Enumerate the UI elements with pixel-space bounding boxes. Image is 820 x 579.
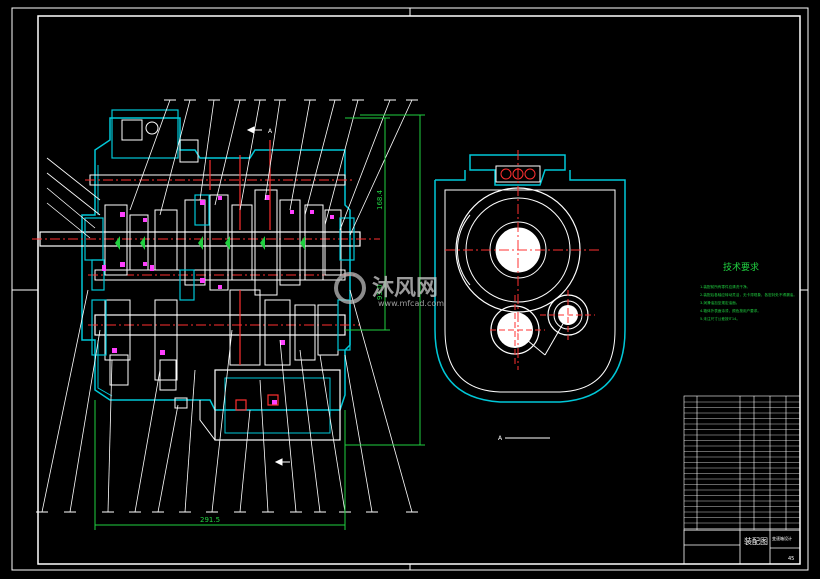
tech-notes: 1.装配前所有零件应清洗干净。 2.装配后各轴应转动灵活，无卡滞现象，各密封处不… (700, 284, 797, 321)
tech-note: 1.装配前所有零件应清洗干净。 (700, 284, 750, 289)
section-view (32, 109, 380, 441)
dim-vertical-height: 168.4 (376, 189, 384, 210)
leader-lines (41, 99, 413, 513)
dim-overall-length: 291.5 (200, 516, 220, 524)
watermark-url: www.mfcad.com (378, 299, 444, 308)
section-arrows (246, 126, 290, 466)
section-label-a: A (268, 128, 273, 135)
title-sheet: 45 (788, 556, 794, 562)
balloon-ticks (36, 99, 418, 513)
tech-title: 技术要求 (723, 261, 759, 273)
watermark-cn: 沐风网 (372, 276, 438, 301)
tech-note: 4.箱体外表面涂漆，颜色按用户要求。 (700, 308, 761, 313)
tech-note: 5.未注尺寸公差按IT14。 (700, 316, 740, 321)
side-view (434, 150, 626, 439)
parts-list-rows (684, 401, 800, 529)
section-label-a-side: A (498, 435, 503, 442)
dimension-lines (94, 114, 425, 530)
title-block (683, 529, 801, 565)
title-school: 变速箱设计 (772, 535, 792, 541)
tech-note: 2.装配后各轴应转动灵活，无卡滞现象，各密封处不得漏油。 (700, 292, 797, 297)
tech-note: 3.润滑油加至规定油面。 (700, 300, 739, 305)
parts-list (683, 395, 801, 531)
watermark: 沐风网 www.mfcad.com (334, 272, 444, 308)
title-name: 装配图 (744, 536, 768, 546)
dim-mid-height: 93.0 (376, 284, 384, 300)
